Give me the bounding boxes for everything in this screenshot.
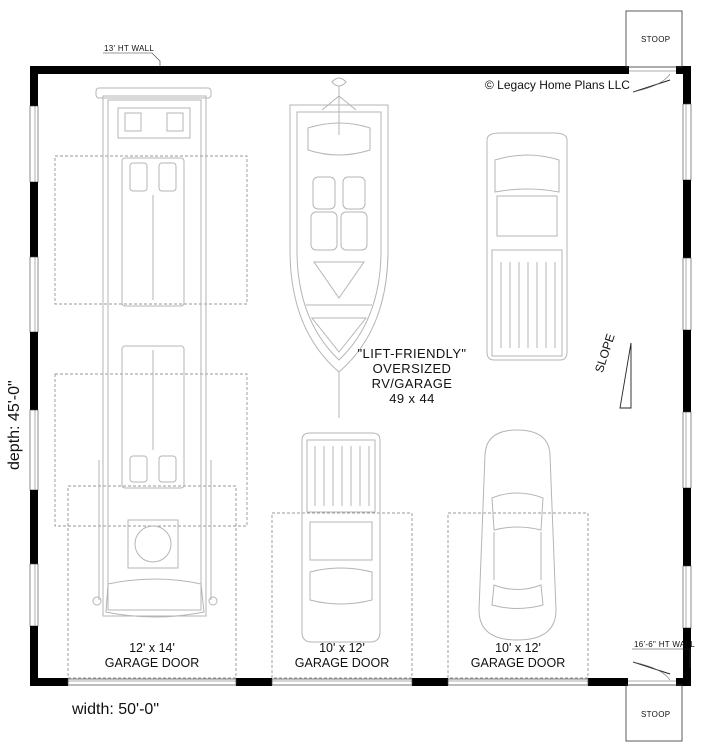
room-label-line3: RV/GARAGE <box>371 376 453 391</box>
garage-door-1-text: GARAGE DOOR <box>104 656 200 670</box>
garage-door-2-label: 10' x 12' GARAGE DOOR <box>272 641 412 671</box>
room-label: "LIFT-FRIENDLY" OVERSIZED RV/GARAGE 49 x… <box>342 346 482 406</box>
door-clearance-areas <box>54 155 589 679</box>
bottom-stoop-door <box>632 661 671 675</box>
top-stoop-door <box>632 79 671 93</box>
wall-left <box>29 66 39 686</box>
bottom-stoop-door-swing <box>632 661 671 681</box>
garage-door-2-text: GARAGE DOOR <box>294 656 390 670</box>
wall-top-left <box>30 66 629 74</box>
slope-arrow <box>619 342 632 409</box>
garage-door-1-label: 12' x 14' GARAGE DOOR <box>68 641 236 671</box>
garage-door-1-size: 12' x 14' <box>129 641 175 655</box>
rv-bus <box>92 87 218 618</box>
wall-right <box>682 66 692 686</box>
room-label-line4: 49 x 44 <box>389 391 435 406</box>
wall-note-bottom-leader <box>632 648 691 668</box>
wall-note-bottom: 16'-6" HT WALL <box>634 640 696 649</box>
stoop-bottom-label: STOOP <box>641 710 671 719</box>
stoop-top-label: STOOP <box>641 35 671 44</box>
top-stoop-door-swing <box>632 73 671 93</box>
room-label-line2: OVERSIZED <box>372 361 452 376</box>
copyright-label: © Legacy Home Plans LLC <box>485 78 630 92</box>
pickup-truck-upper <box>486 132 568 361</box>
boat-trailer <box>289 77 389 418</box>
garage-door-2-size: 10' x 12' <box>319 641 365 655</box>
garage-door-3-label: 10' x 12' GARAGE DOOR <box>448 641 588 671</box>
stoop-top-box <box>625 10 683 68</box>
depth-dimension: depth: 45'-0" <box>6 380 23 470</box>
stoop-bottom-box <box>625 684 683 742</box>
wall-note-top-leader <box>103 52 161 67</box>
garage-door-3-size: 10' x 12' <box>495 641 541 655</box>
garage-door-3-text: GARAGE DOOR <box>470 656 566 670</box>
width-dimension: width: 50'-0" <box>72 701 159 718</box>
sedan-car <box>478 429 557 641</box>
wall-bottom <box>30 678 691 686</box>
wall-note-top: 13' HT WALL <box>104 44 155 53</box>
room-label-line1: "LIFT-FRIENDLY" <box>357 346 467 361</box>
pickup-truck-lower <box>301 432 381 643</box>
